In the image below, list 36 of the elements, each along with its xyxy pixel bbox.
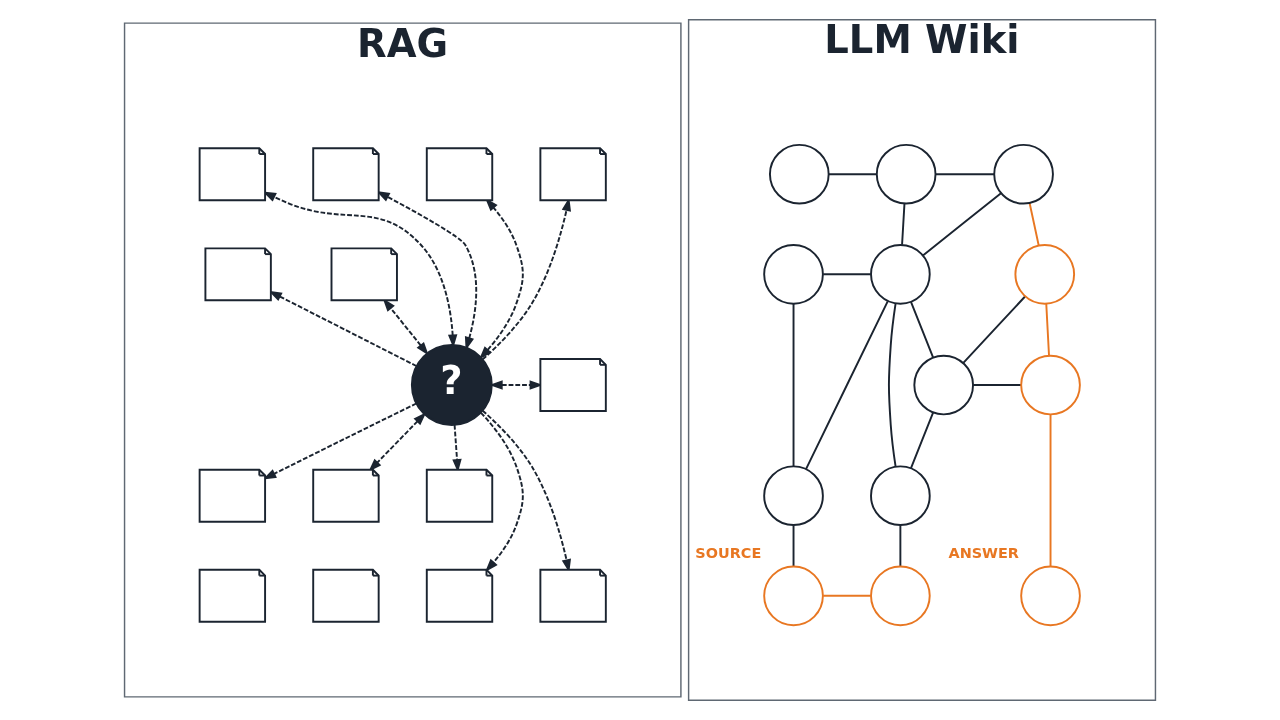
connector (901, 202, 906, 246)
connector (822, 273, 872, 276)
node-circle (1020, 354, 1081, 416)
connector (1049, 413, 1052, 568)
connector (922, 192, 1002, 257)
node-label: ANSWER (948, 545, 1019, 562)
node-circle (913, 354, 974, 416)
arrow (481, 409, 572, 573)
node-circle (870, 244, 931, 305)
node-circle (1014, 244, 1076, 305)
arrow (368, 412, 427, 472)
node-circle (993, 143, 1054, 205)
connector (792, 524, 795, 568)
node-circle (1020, 565, 1081, 627)
node-circle (769, 143, 830, 205)
connector (805, 300, 889, 471)
connector (822, 594, 872, 597)
node-circle (870, 465, 931, 527)
node-circle (875, 143, 937, 205)
connector (792, 303, 795, 468)
arrow (262, 191, 458, 348)
connector (910, 300, 934, 359)
connector (910, 411, 935, 469)
connector (1028, 202, 1040, 247)
node-label: SOURCE (695, 545, 762, 562)
connector (962, 295, 1026, 364)
node-circle (870, 565, 931, 627)
node-circle (763, 565, 824, 627)
arrow (479, 198, 524, 360)
node-circle (763, 244, 824, 305)
arrow (480, 411, 524, 572)
connector (887, 302, 897, 468)
connector (899, 524, 902, 568)
node-circle (763, 465, 824, 527)
arrow (382, 298, 429, 356)
connector (1045, 302, 1050, 357)
